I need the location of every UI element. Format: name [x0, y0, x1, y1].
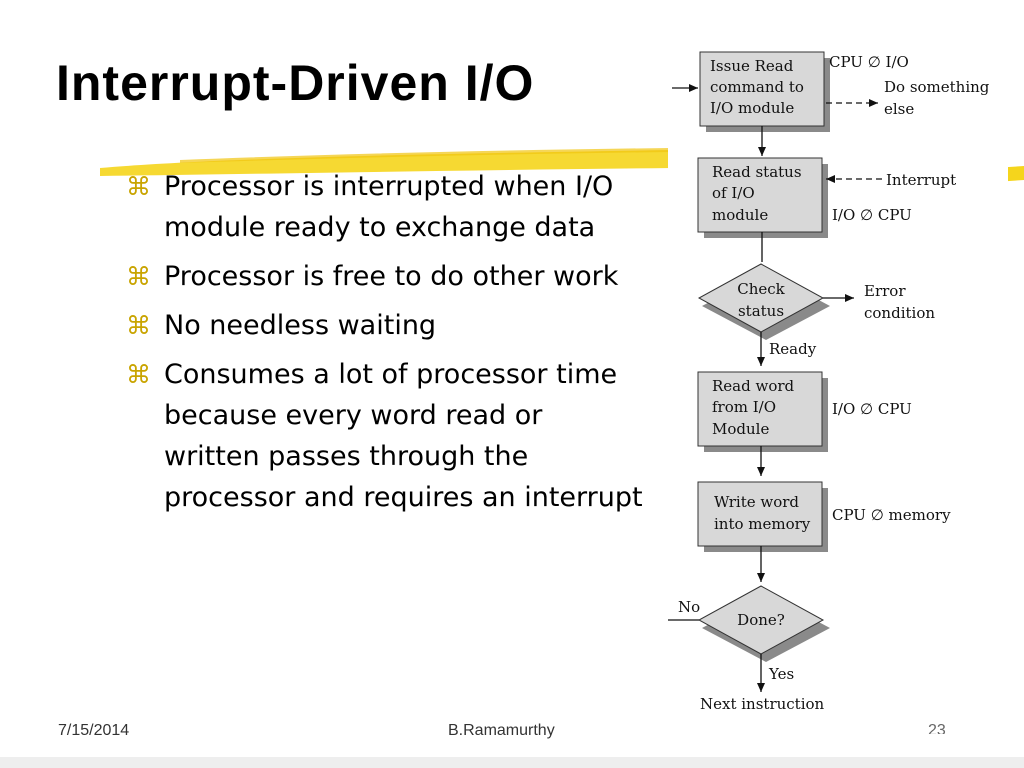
- issue-read-line-2: command to: [710, 78, 804, 96]
- done-label: Done?: [737, 611, 785, 629]
- label-next-instruction: Next instruction: [700, 695, 825, 713]
- check-status-diamond: [697, 263, 825, 333]
- label-yes: Yes: [768, 665, 794, 683]
- note-error-1: Error: [864, 282, 906, 300]
- footer-author: B.Ramamurthy: [448, 722, 555, 739]
- read-status-line-3: module: [712, 206, 768, 224]
- issue-read-line-3: I/O module: [710, 99, 794, 117]
- bullet-item: ⌘ Consumes a lot of processor time becau…: [126, 354, 646, 518]
- command-key-bullet-icon: ⌘: [126, 262, 151, 291]
- bullet-item: ⌘ Processor is free to do other work: [126, 256, 646, 297]
- label-no: No: [678, 598, 700, 616]
- note-do-something-2: else: [884, 100, 914, 118]
- check-status-line-2: status: [738, 302, 784, 320]
- bottom-band: [0, 757, 1024, 768]
- command-key-bullet-icon: ⌘: [126, 172, 151, 201]
- read-status-box: [697, 157, 823, 233]
- read-word-box: [697, 371, 823, 447]
- interrupt-flowchart: Issue Read command to I/O module CPU ∅ I…: [668, 48, 1008, 716]
- write-word-line-1: Write word: [714, 493, 799, 511]
- note-io-cpu-2: I/O ∅ CPU: [832, 400, 912, 418]
- note-cpu-io: CPU ∅ I/O: [829, 53, 909, 71]
- read-word-line-3: Module: [712, 420, 769, 438]
- check-status-line-1: Check: [737, 280, 785, 298]
- bullet-item: ⌘ No needless waiting: [126, 305, 646, 346]
- bullet-text: No needless waiting: [164, 310, 437, 341]
- command-key-bullet-icon: ⌘: [126, 360, 151, 389]
- label-ready: Ready: [769, 340, 817, 358]
- note-io-cpu-1: I/O ∅ CPU: [832, 206, 912, 224]
- flowchart-svg: Issue Read command to I/O module CPU ∅ I…: [668, 51, 990, 713]
- bullet-text: Processor is interrupted when I/O module…: [164, 171, 614, 243]
- read-status-line-1: Read status: [712, 163, 802, 181]
- write-word-line-2: into memory: [714, 515, 811, 533]
- bullet-item: ⌘ Processor is interrupted when I/O modu…: [126, 166, 646, 248]
- slide-title: Interrupt-Driven I/O: [56, 55, 535, 111]
- title-underline-highlight-thin: [180, 148, 670, 163]
- read-status-line-2: of I/O: [712, 184, 755, 202]
- command-key-bullet-icon: ⌘: [126, 311, 151, 340]
- issue-read-box: [699, 51, 825, 127]
- write-word-box: [697, 481, 823, 547]
- note-interrupt: Interrupt: [886, 171, 956, 189]
- read-word-line-2: from I/O: [712, 398, 776, 416]
- bullet-text: Processor is free to do other work: [164, 261, 619, 292]
- read-word-line-1: Read word: [712, 377, 795, 395]
- note-do-something-1: Do something: [884, 78, 990, 96]
- bullet-text: Consumes a lot of processor time because…: [164, 359, 643, 513]
- footer-page-number: 23: [928, 722, 946, 734]
- bullet-list: ⌘ Processor is interrupted when I/O modu…: [126, 166, 646, 526]
- footer-date: 7/15/2014: [58, 722, 130, 739]
- issue-read-line-1: Issue Read: [710, 57, 794, 75]
- note-error-2: condition: [864, 304, 935, 322]
- note-cpu-memory: CPU ∅ memory: [832, 506, 951, 524]
